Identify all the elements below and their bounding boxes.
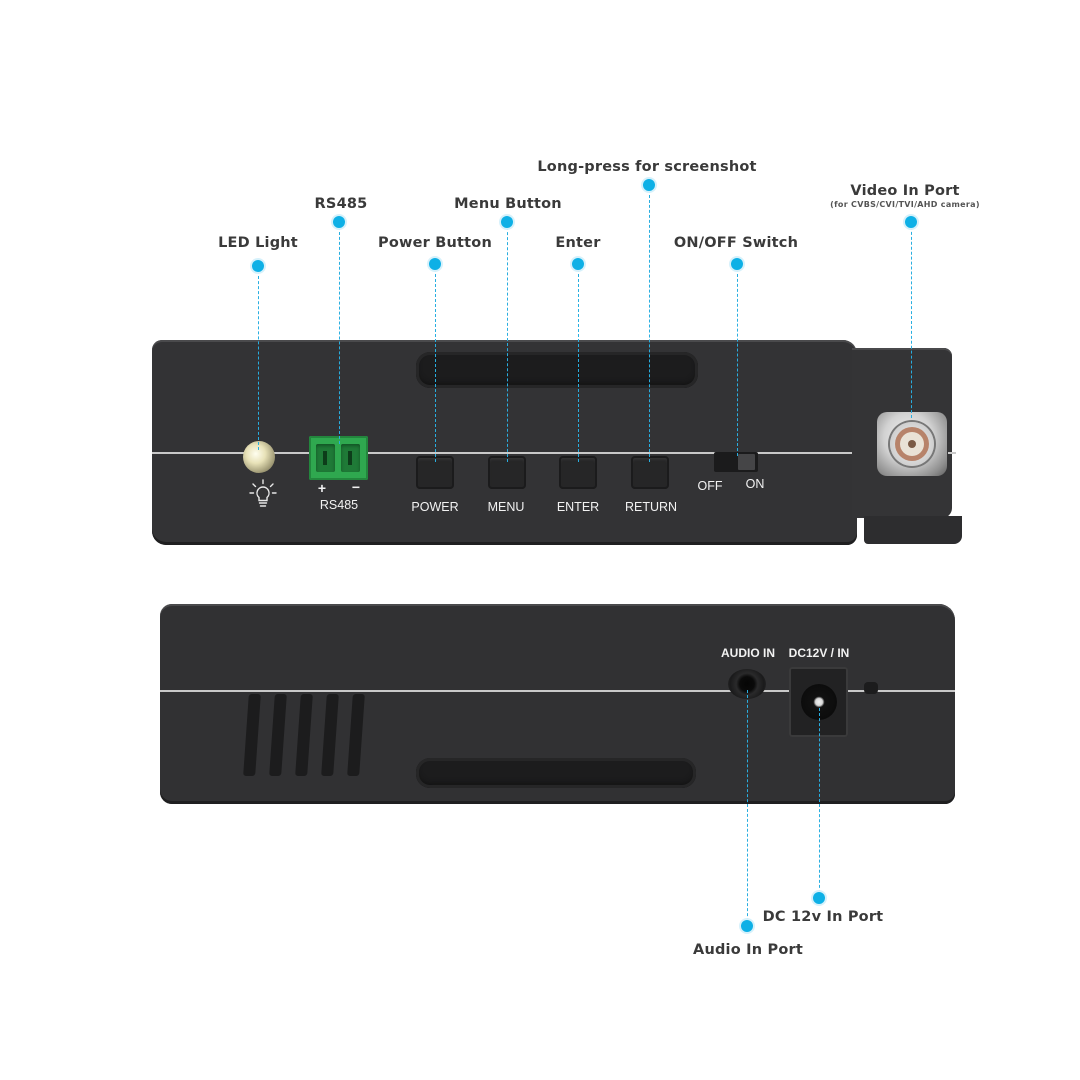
callout-dot-menu	[501, 216, 513, 228]
rs485-plus-mark: +	[317, 480, 327, 496]
callout-line-video	[910, 222, 912, 418]
callout-dc-in-port: DC 12v In Port	[762, 909, 884, 925]
switch-on-label: ON	[745, 477, 765, 491]
callout-audio-in-port: Audio In Port	[693, 942, 803, 958]
return-key-label: RETURN	[624, 500, 678, 514]
audio-in-silk-label: AUDIO IN	[721, 646, 775, 660]
callout-video-in-port: Video In Port (for CVBS/CVI/TVI/AHD came…	[830, 183, 980, 209]
rs485-silk-label: RS485	[319, 498, 359, 512]
led-light-indicator	[243, 441, 275, 473]
callout-dot-power	[429, 258, 441, 270]
device-bottom-seam	[160, 690, 955, 692]
callout-rs485: RS485	[314, 196, 368, 212]
enter-key-label: ENTER	[556, 500, 600, 514]
callout-line-switch	[736, 264, 738, 456]
menu-key-label: MENU	[487, 500, 525, 514]
callout-enter: Enter	[555, 235, 601, 251]
callout-long-press: Long-press for screenshot	[537, 159, 757, 175]
reset-pinhole	[864, 682, 878, 694]
on-off-switch[interactable]	[714, 452, 758, 472]
device-top-foot	[864, 516, 962, 544]
light-bulb-icon	[249, 479, 277, 507]
callout-dot-enter	[572, 258, 584, 270]
callout-dot-led	[252, 260, 264, 272]
callout-line-menu	[506, 222, 508, 462]
power-key-label: POWER	[411, 500, 459, 514]
callout-line-return	[648, 185, 650, 462]
device-bottom-grip-slot	[416, 758, 696, 788]
switch-off-label: OFF	[697, 479, 723, 493]
callout-dot-dc	[813, 892, 825, 904]
callout-line-enter	[577, 264, 579, 462]
rs485-minus-mark: −	[351, 479, 361, 495]
callout-line-rs485	[338, 222, 340, 444]
return-key[interactable]	[631, 456, 669, 489]
callout-led-light: LED Light	[218, 235, 298, 251]
callout-dot-audio	[741, 920, 753, 932]
callout-dot-return	[643, 179, 655, 191]
dc-in-silk-label: DC12V / IN	[788, 646, 850, 660]
bnc-video-connector[interactable]	[877, 412, 947, 476]
callout-dot-rs485	[333, 216, 345, 228]
device-top-seam-right	[948, 452, 956, 454]
callout-dot-switch	[731, 258, 743, 270]
device-top-grip-slot	[416, 352, 698, 388]
callout-line-led	[257, 266, 259, 450]
callout-dot-video	[905, 216, 917, 228]
callout-power-button: Power Button	[378, 235, 492, 251]
callout-on-off-switch: ON/OFF Switch	[673, 235, 799, 251]
callout-menu-button: Menu Button	[454, 196, 562, 212]
callout-line-audio	[746, 690, 748, 926]
callout-line-power	[434, 264, 436, 462]
device-top-seam	[152, 452, 852, 454]
callout-video-in-subtitle: (for CVBS/CVI/TVI/AHD camera)	[830, 200, 980, 209]
callout-video-in-title: Video In Port	[850, 183, 960, 199]
callout-line-dc	[818, 708, 820, 898]
